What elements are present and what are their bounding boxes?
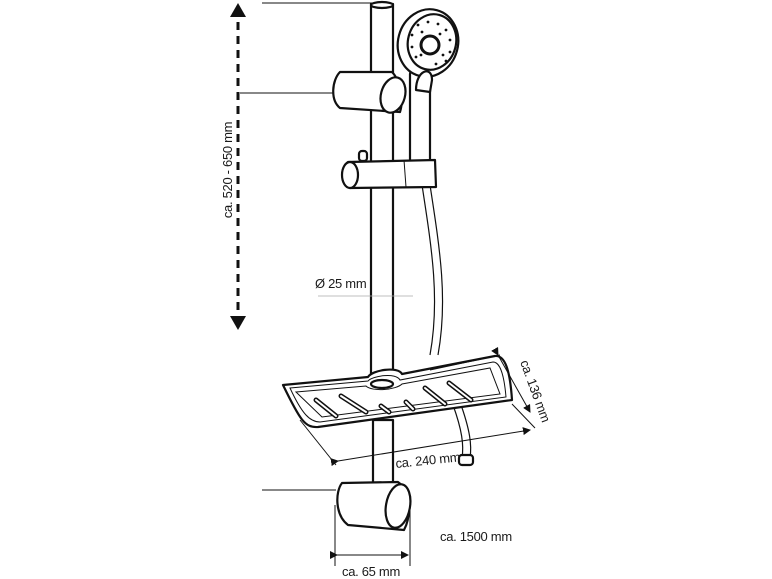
slider-holder [340, 149, 438, 190]
shower-head [396, 8, 460, 172]
upper-wall-bracket [332, 70, 407, 114]
wall-distance-label: ca. 65 mm [342, 564, 400, 579]
hose [421, 184, 475, 467]
hose-length-label: ca. 1500 mm [440, 529, 512, 544]
height-dimension: ca. 520 - 650 mm [220, 2, 372, 491]
wall-distance-dimension: ca. 65 mm [330, 505, 411, 579]
height-label: ca. 520 - 650 mm [220, 122, 235, 218]
diameter-label: Ø 25 mm [315, 276, 366, 291]
diameter-dimension: Ø 25 mm [315, 276, 413, 297]
lower-wall-bracket [336, 480, 412, 532]
tray-width-label: ca. 240 mm [395, 449, 461, 471]
tray-depth-label: ca. 136 mm [517, 358, 553, 424]
soap-tray [281, 354, 514, 429]
tray-width-dimension: ca. 240 mm [299, 419, 531, 471]
